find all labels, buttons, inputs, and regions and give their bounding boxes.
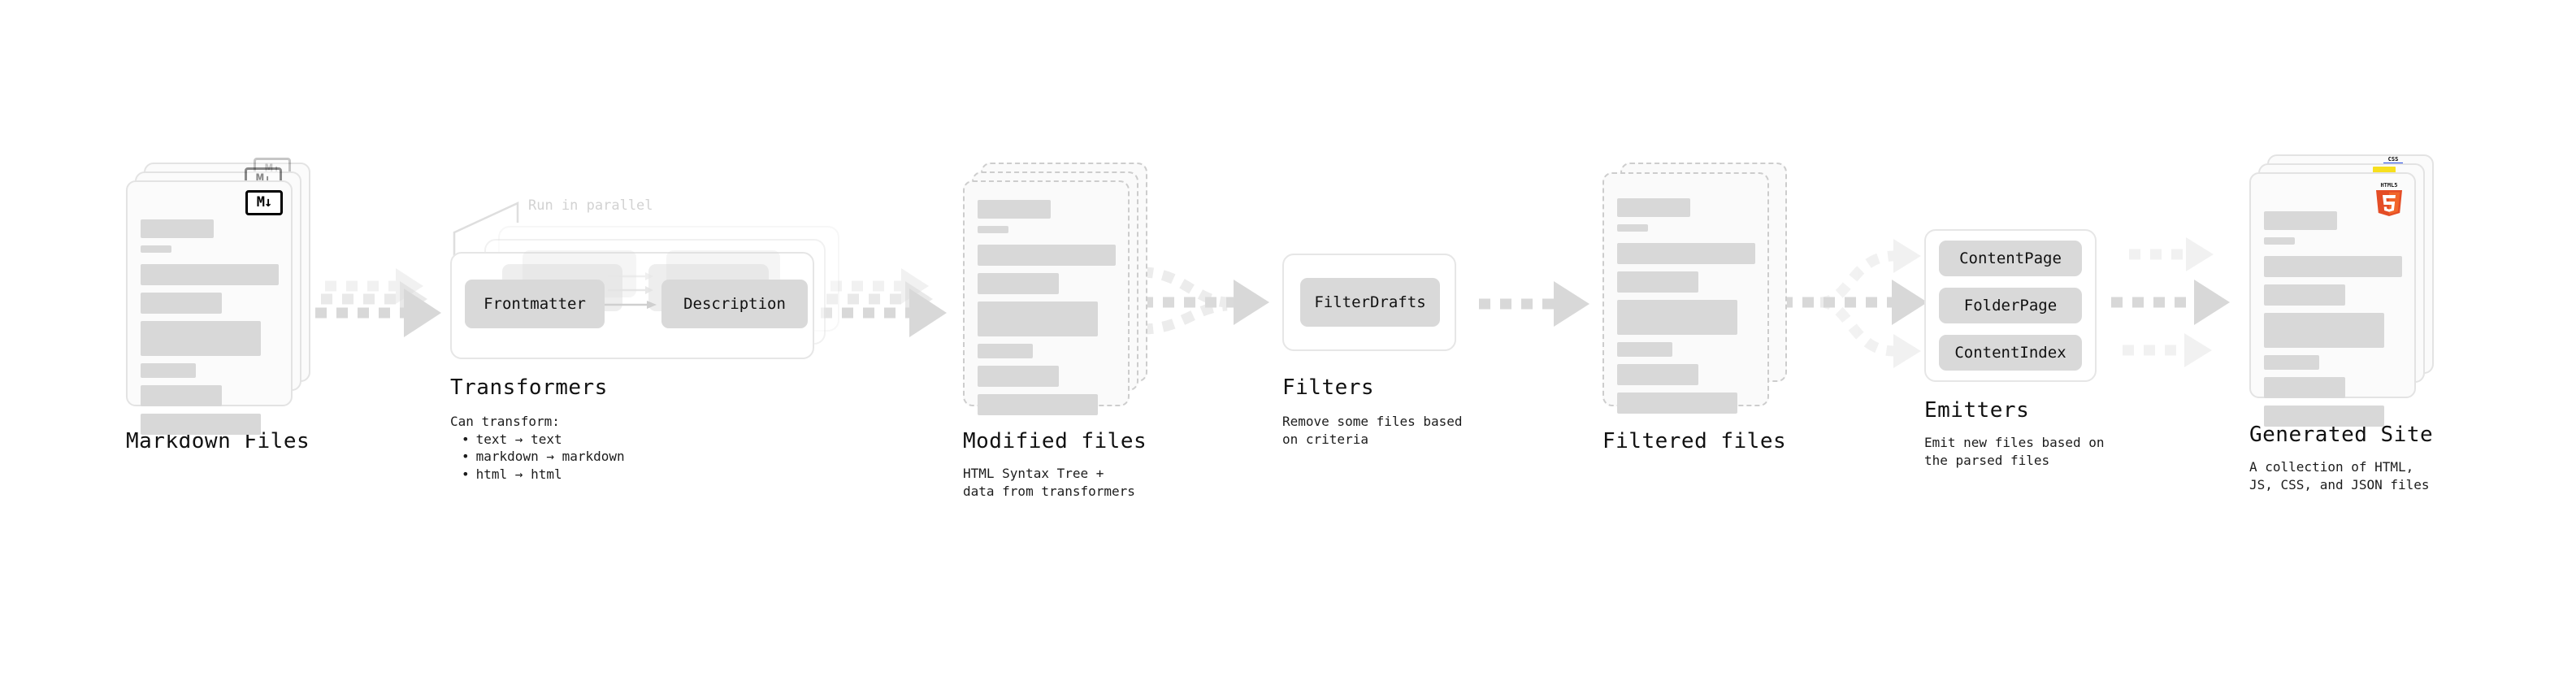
doc-line-bar	[2264, 284, 2345, 306]
html5-icon: HTML5	[2376, 182, 2402, 216]
doc-line-bar	[1617, 271, 1698, 293]
connector-emitters-to-site	[2111, 237, 2230, 367]
markdown-file-stack: M↓ M↓ M↓	[126, 158, 310, 435]
doc-line-bar	[141, 321, 261, 356]
emitter-chip-folderpage-label: FolderPage	[1963, 297, 2058, 314]
transformer-chip-frontmatter-label: Frontmatter	[484, 295, 586, 313]
transformer-chip-description-label: Description	[683, 295, 786, 313]
doc-line-bar	[1617, 300, 1737, 335]
doc-line-bar	[2264, 355, 2319, 370]
doc-line-bar	[978, 245, 1116, 266]
modified-files-description: HTML Syntax Tree + data from transformer…	[963, 466, 1135, 499]
transformer-chip-description[interactable]: Description	[661, 280, 808, 328]
emitter-chip-contentindex-label: ContentIndex	[1954, 344, 2066, 362]
filter-chip-filterdrafts[interactable]: FilterDrafts	[1300, 278, 1440, 327]
modified-card-front	[963, 180, 1130, 415]
doc-line-bar	[1617, 393, 1737, 414]
doc-line-bar	[978, 394, 1098, 415]
doc-line-bar	[141, 264, 279, 285]
filtered-files-title: Filtered files	[1602, 429, 1787, 453]
doc-line-bar	[1617, 224, 1648, 232]
filter-chip-filterdrafts-label: FilterDrafts	[1314, 293, 1426, 311]
doc-line-bar	[2264, 313, 2384, 348]
generated-site-description: A collection of HTML, JS, CSS, and JSON …	[2249, 459, 2430, 492]
doc-line-bar	[978, 366, 1059, 387]
emitter-chip-contentpage[interactable]: ContentPage	[1939, 241, 2082, 276]
connector-transformers-to-modified	[821, 268, 947, 337]
connector-modified-to-filters	[1141, 267, 1269, 335]
modified-files-title: Modified files	[963, 429, 1147, 453]
filtered-file-stack	[1602, 163, 1787, 414]
generated-site-title: Generated Site	[2249, 423, 2434, 447]
doc-line-bar	[1617, 342, 1672, 357]
emitters-title: Emitters	[1924, 398, 2030, 423]
doc-line-bar	[978, 344, 1033, 358]
emitters-description: Emit new files based on the parsed files	[1924, 435, 2105, 468]
markdown-card-content	[141, 219, 279, 442]
transformers-item-list: text → text markdown → markdown html → h…	[450, 431, 625, 484]
doc-line-bar	[978, 226, 1008, 233]
transformers-item: html → html	[462, 466, 625, 484]
doc-line-bar	[141, 293, 222, 314]
connector-filters-to-filtered	[1479, 281, 1589, 327]
modified-file-stack	[963, 163, 1147, 415]
filters-title: Filters	[1282, 375, 1375, 400]
html5-icon-wordmark: HTML5	[2380, 182, 2397, 189]
markdown-card-front: M↓	[126, 180, 293, 435]
connector-filtered-to-emitters	[1781, 239, 1928, 368]
doc-line-bar	[1617, 198, 1690, 217]
emitter-chip-contentpage-label: ContentPage	[1959, 249, 2062, 267]
doc-line-bar	[141, 245, 171, 253]
doc-line-bar	[2264, 406, 2384, 427]
generated-site-file-stack: HTML5 CSS	[2249, 154, 2434, 427]
transformer-chip-frontmatter[interactable]: Frontmatter	[465, 280, 605, 328]
doc-line-bar	[1617, 364, 1698, 385]
emitter-chip-folderpage[interactable]: FolderPage	[1939, 288, 2082, 323]
doc-line-bar	[2264, 211, 2337, 230]
site-card-content	[2264, 211, 2402, 434]
doc-line-bar	[141, 414, 261, 435]
doc-line-bar	[1617, 243, 1755, 264]
doc-line-bar	[141, 363, 196, 378]
transformers-description: Can transform: text → text markdown → ma…	[450, 413, 625, 483]
modified-card-content	[978, 200, 1116, 423]
doc-line-bar	[978, 273, 1059, 294]
doc-line-bar	[2264, 237, 2295, 245]
transformers-item: text → text	[462, 431, 625, 449]
doc-line-bar	[2264, 377, 2345, 398]
connector-md-to-transformers	[315, 268, 441, 337]
transformers-item: markdown → markdown	[462, 448, 625, 466]
run-in-parallel-bracket	[453, 202, 519, 263]
transformer-inner-arrows	[603, 272, 657, 309]
site-card-front-html: HTML5	[2249, 172, 2416, 427]
transformers-lead: Can transform:	[450, 414, 560, 429]
emitter-chip-contentindex[interactable]: ContentIndex	[1939, 335, 2082, 371]
doc-line-bar	[978, 200, 1051, 219]
filtered-card-content	[1617, 198, 1755, 421]
markdown-icon: M↓	[245, 190, 283, 215]
run-in-parallel-label: Run in parallel	[528, 197, 653, 214]
filters-description: Remove some files based on criteria	[1282, 414, 1463, 447]
doc-line-bar	[141, 385, 222, 406]
doc-line-bar	[141, 219, 214, 238]
transformers-title: Transformers	[450, 375, 608, 400]
doc-line-bar	[978, 301, 1098, 336]
filtered-card-front	[1602, 172, 1769, 414]
doc-line-bar	[2264, 256, 2402, 277]
